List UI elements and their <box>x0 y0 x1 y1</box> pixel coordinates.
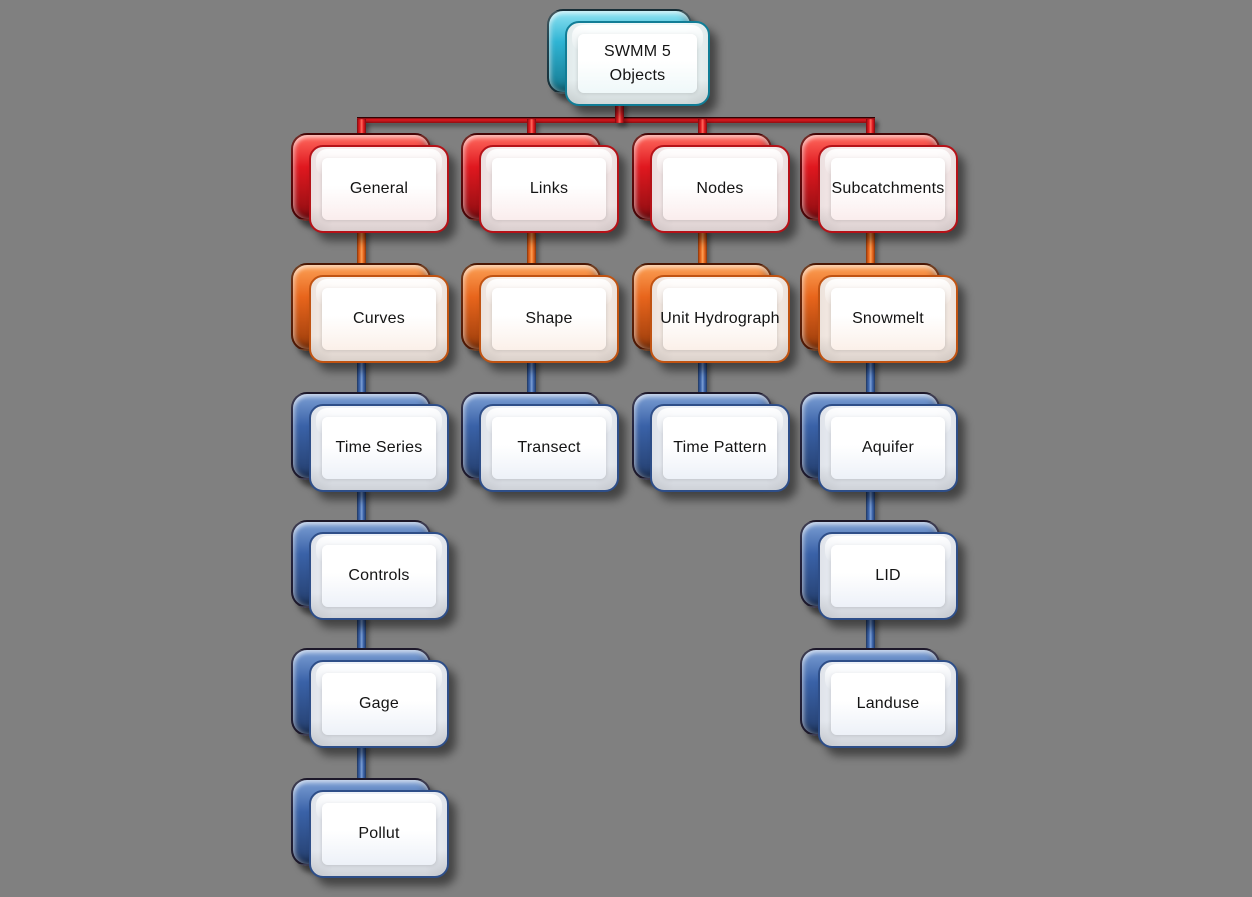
node-front-plate: LID <box>818 532 958 620</box>
node-lid: LID <box>800 520 958 620</box>
node-front-plate: Time Series <box>309 404 449 492</box>
node-front-plate: Snowmelt <box>818 275 958 363</box>
connector-shape-transect <box>526 357 536 398</box>
node-transect: Transect <box>461 392 619 492</box>
node-label: Nodes <box>696 180 744 197</box>
node-front-plate: Time Pattern <box>650 404 790 492</box>
node-label: Transect <box>517 439 581 456</box>
node-subcatchments: Subcatchments <box>800 133 958 233</box>
node-gloss <box>825 279 951 306</box>
node-front-plate: Gage <box>309 660 449 748</box>
node-links: Links <box>461 133 619 233</box>
connector-gage-pollut <box>356 742 366 784</box>
node-front-plate: Unit Hydrograph <box>650 275 790 363</box>
node-front-plate: Curves <box>309 275 449 363</box>
node-gloss <box>316 536 442 563</box>
node-front-plate: Shape <box>479 275 619 363</box>
node-label: General <box>349 180 409 197</box>
node-label: Unit Hydrograph <box>660 310 780 327</box>
node-front-plate: Nodes <box>650 145 790 233</box>
node-pollut: Pollut <box>291 778 449 878</box>
node-front-plate: Pollut <box>309 790 449 878</box>
node-gloss <box>486 279 612 306</box>
connector-unit-hydrograph-time-pattern <box>697 357 707 398</box>
node-front-plate: Transect <box>479 404 619 492</box>
node-label: Links <box>529 180 569 197</box>
node-label: Landuse <box>856 695 920 712</box>
node-swmm-5-objects: SWMM 5 Objects <box>547 9 710 106</box>
node-gloss <box>825 664 951 691</box>
node-shape: Shape <box>461 263 619 363</box>
connector-root-rail <box>615 100 624 123</box>
node-label: Curves <box>353 310 405 327</box>
node-curves: Curves <box>291 263 449 363</box>
node-unit-hydrograph: Unit Hydrograph <box>632 263 790 363</box>
node-gloss <box>825 149 951 176</box>
node-front-plate: General <box>309 145 449 233</box>
connector-lid-landuse <box>865 614 875 654</box>
connector-snowmelt-aquifer <box>865 357 875 398</box>
connector-general-curves <box>356 227 366 269</box>
node-front-plate: Aquifer <box>818 404 958 492</box>
connector-time-series-controls <box>356 486 366 526</box>
connector-nodes-unit-hydrograph <box>697 227 707 269</box>
node-landuse: Landuse <box>800 648 958 748</box>
node-label: Aquifer <box>861 439 915 456</box>
node-label: SWMM 5 Objects <box>604 42 671 84</box>
node-snowmelt: Snowmelt <box>800 263 958 363</box>
node-label: Pollut <box>358 825 400 842</box>
node-gloss <box>657 149 783 176</box>
node-label: Controls <box>348 567 410 584</box>
node-aquifer: Aquifer <box>800 392 958 492</box>
node-label: Gage <box>359 695 399 712</box>
node-gloss <box>316 794 442 821</box>
node-front-plate: Subcatchments <box>818 145 958 233</box>
connector-rail-links <box>526 119 536 137</box>
node-gage: Gage <box>291 648 449 748</box>
node-front-plate: Links <box>479 145 619 233</box>
connector-subcatchments-snowmelt <box>865 227 875 269</box>
node-gloss <box>657 408 783 435</box>
node-controls: Controls <box>291 520 449 620</box>
node-gloss <box>825 408 951 435</box>
node-front-plate: SWMM 5 Objects <box>565 21 710 106</box>
connector-controls-gage <box>356 614 366 654</box>
node-front-plate: Landuse <box>818 660 958 748</box>
node-gloss <box>316 664 442 691</box>
node-time-pattern: Time Pattern <box>632 392 790 492</box>
node-gloss <box>572 25 703 51</box>
node-label: Time Pattern <box>673 439 767 456</box>
node-gloss <box>486 408 612 435</box>
connector-rail-nodes <box>697 119 707 137</box>
connector-rail-general <box>356 119 366 137</box>
node-label: Time Series <box>335 439 423 456</box>
node-gloss <box>316 149 442 176</box>
node-label: Snowmelt <box>852 310 924 327</box>
node-front-plate: Controls <box>309 532 449 620</box>
node-gloss <box>316 408 442 435</box>
node-time-series: Time Series <box>291 392 449 492</box>
node-label: Subcatchments <box>831 180 945 197</box>
node-label: Shape <box>525 310 573 327</box>
node-gloss <box>486 149 612 176</box>
node-gloss <box>825 536 951 563</box>
connector-rail-subcatchments <box>865 119 875 137</box>
node-nodes: Nodes <box>632 133 790 233</box>
node-label: LID <box>875 567 901 584</box>
connector-links-shape <box>526 227 536 269</box>
node-gloss <box>316 279 442 306</box>
node-general: General <box>291 133 449 233</box>
connector-curves-time-series <box>356 357 366 398</box>
node-gloss <box>657 279 783 306</box>
connector-aquifer-lid <box>865 486 875 526</box>
